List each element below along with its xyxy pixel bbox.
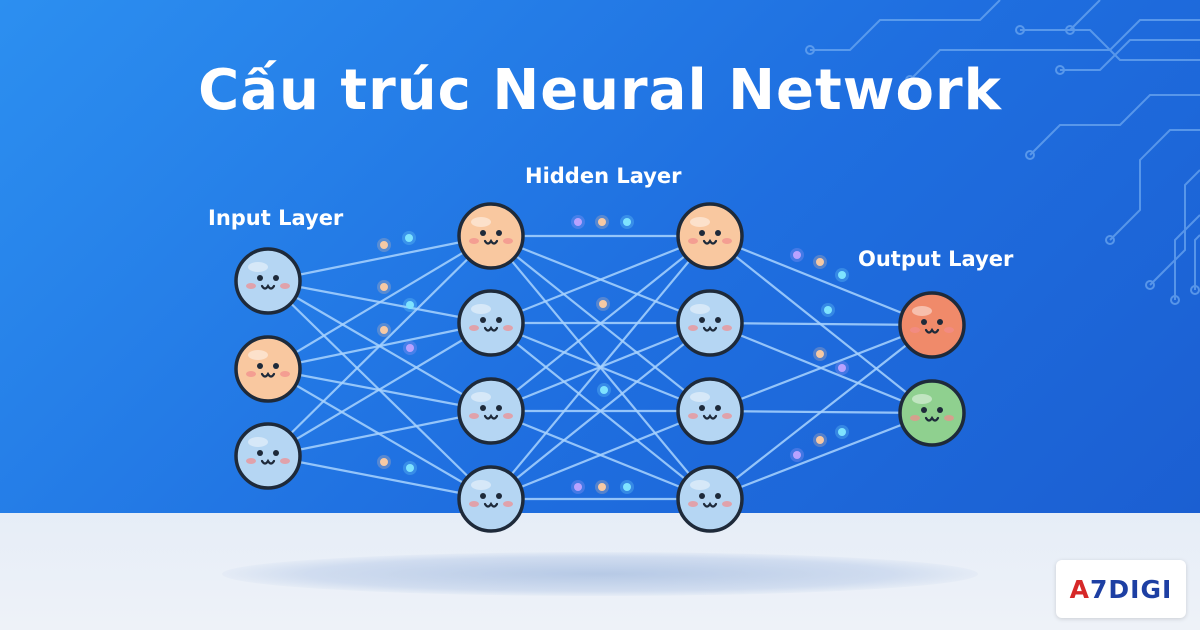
particle	[380, 326, 388, 334]
circuit-node	[1065, 25, 1075, 35]
output-layer-label: Output Layer	[858, 247, 1014, 271]
circuit-trace	[810, 0, 1001, 51]
hidden-layer-label: Hidden Layer	[525, 164, 682, 188]
particle	[599, 300, 607, 308]
circuit-node	[1055, 65, 1065, 75]
ground-shadow	[222, 552, 978, 596]
neuron-output-1	[898, 291, 966, 359]
particle	[816, 258, 824, 266]
input-layer-label: Input Layer	[208, 206, 344, 230]
particle	[793, 451, 801, 459]
particle	[380, 283, 388, 291]
signal-particles	[377, 215, 849, 494]
connection-line	[709, 323, 933, 413]
particle	[838, 271, 846, 279]
page-title: Cấu trúc Neural Network	[198, 58, 1002, 123]
particle	[623, 218, 631, 226]
circuit-trace	[909, 19, 1200, 81]
connection-line	[709, 234, 933, 327]
neuron-input-3	[234, 422, 302, 490]
particle	[793, 251, 801, 259]
particle	[380, 458, 388, 466]
neuron-hidden1-4	[457, 465, 525, 533]
particle	[598, 483, 606, 491]
brand-logo: A7DIGI	[1056, 560, 1186, 618]
particle	[838, 428, 846, 436]
particle	[623, 483, 631, 491]
neuron-output-2	[898, 379, 966, 447]
neuron-input-2	[234, 335, 302, 403]
logo-text: 7DIGI	[1090, 574, 1173, 604]
circuit-node	[1015, 25, 1025, 35]
particle	[406, 344, 414, 352]
connections	[267, 234, 933, 501]
circuit-node	[1190, 285, 1200, 295]
particle	[574, 218, 582, 226]
neuron-hidden2-2	[676, 289, 744, 357]
connection-line	[267, 454, 492, 501]
neuron-hidden2-3	[676, 377, 744, 445]
circuit-trace	[1029, 94, 1200, 156]
logo-accent: A	[1069, 574, 1091, 604]
circuit-trace	[1020, 29, 1200, 61]
particle	[598, 218, 606, 226]
neuron-hidden1-3	[457, 377, 525, 445]
neuron-hidden1-2	[457, 289, 525, 357]
neurons	[234, 202, 966, 533]
circuit-trace	[1069, 0, 1101, 31]
connection-line	[267, 235, 492, 370]
connection-line	[490, 234, 711, 325]
circuit-node	[905, 75, 915, 85]
connection-line	[267, 322, 492, 457]
particle	[380, 241, 388, 249]
particle	[406, 301, 414, 309]
connection-line	[709, 411, 933, 501]
circuit-node	[1170, 295, 1180, 305]
circuit-trace	[1174, 214, 1200, 300]
particle	[824, 306, 832, 314]
connection-line	[267, 234, 492, 283]
circuit-node	[805, 45, 815, 55]
connection-line	[267, 235, 492, 457]
circuit-node	[1025, 150, 1035, 160]
circuit-trace	[1149, 169, 1200, 286]
particle	[574, 483, 582, 491]
neuron-hidden1-1	[457, 202, 525, 270]
neuron-hidden2-1	[676, 202, 744, 270]
particle	[838, 364, 846, 372]
particle	[405, 234, 413, 242]
neuron-input-1	[234, 247, 302, 315]
circuit-node	[1145, 280, 1155, 290]
circuit-trace	[1060, 39, 1200, 71]
particle	[816, 350, 824, 358]
circuit-node	[1105, 235, 1115, 245]
particle	[816, 436, 824, 444]
connection-line	[490, 409, 711, 501]
connection-line	[709, 321, 933, 327]
particle	[406, 464, 414, 472]
neuron-hidden2-4	[676, 465, 744, 533]
circuit-trace	[1109, 129, 1200, 241]
background	[0, 0, 1200, 513]
connection-line	[490, 235, 711, 412]
circuit-trace	[1194, 234, 1200, 290]
circuit-decoration	[805, 0, 1200, 305]
connection-line	[490, 235, 711, 500]
connection-line	[267, 409, 492, 458]
particle	[600, 386, 608, 394]
connection-line	[709, 324, 933, 500]
connection-line	[490, 322, 711, 500]
